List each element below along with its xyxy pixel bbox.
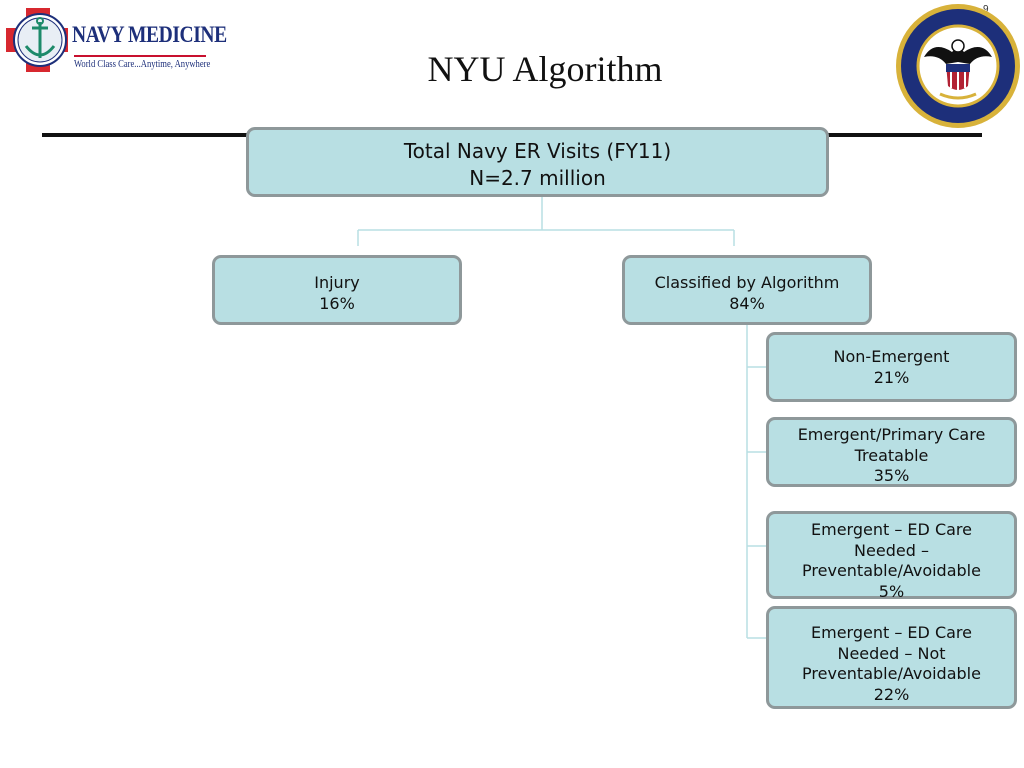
node-emergent-primary-care-treatable: Emergent/Primary Care Treatable 35%	[766, 417, 1017, 487]
node-emergent-prev-label3: Preventable/Avoidable	[802, 561, 981, 580]
node-emergent-pc-value: 35%	[873, 466, 910, 485]
node-non-emergent-label: Non-Emergent	[833, 347, 950, 366]
node-emergent-notprev-value: 22%	[873, 684, 910, 704]
node-algorithm-value: 84%	[729, 294, 765, 313]
bureau-of-medicine-seal-icon	[896, 4, 1020, 128]
node-injury: Injury 16%	[212, 255, 462, 325]
node-total-er-visits: Total Navy ER Visits (FY11) N=2.7 millio…	[246, 127, 829, 197]
node-classified-by-algorithm: Classified by Algorithm 84%	[622, 255, 872, 325]
node-root-line2: N=2.7 million	[469, 166, 606, 190]
navy-medicine-logo: NAVY MEDICINE World Class Care...Anytime…	[4, 6, 227, 76]
red-cross-anchor-icon	[6, 8, 68, 72]
node-non-emergent-value: 21%	[873, 367, 910, 387]
node-non-emergent: Non-Emergent 21%	[766, 332, 1017, 402]
page-number: 9	[983, 4, 989, 15]
node-emergent-ed-not-preventable: Emergent – ED Care Needed – Not Preventa…	[766, 606, 1017, 709]
node-root-line1: Total Navy ER Visits (FY11)	[403, 139, 672, 163]
node-emergent-prev-label2: Needed –	[854, 540, 929, 560]
logo-tagline: World Class Care...Anytime, Anywhere	[74, 58, 211, 70]
node-emergent-pc-label1: Emergent/Primary Care	[797, 425, 986, 444]
logo-underline	[74, 55, 206, 57]
logo-name: NAVY MEDICINE	[72, 22, 227, 47]
node-injury-label: Injury	[314, 273, 360, 292]
node-emergent-ed-preventable: Emergent – ED Care Needed – Preventable/…	[766, 511, 1017, 601]
node-emergent-notprev-label3: Preventable/Avoidable	[802, 664, 981, 683]
node-emergent-notprev-label1: Emergent – ED Care	[811, 623, 972, 642]
node-algorithm-label: Classified by Algorithm	[654, 273, 840, 292]
node-emergent-prev-label1: Emergent – ED Care	[811, 520, 972, 539]
node-emergent-notprev-label2: Needed – Not	[837, 643, 946, 663]
node-emergent-prev-value: 5%	[878, 581, 905, 601]
node-emergent-pc-label2: Treatable	[854, 445, 929, 465]
node-injury-value: 16%	[319, 294, 355, 313]
page-title: NYU Algorithm	[427, 49, 663, 89]
